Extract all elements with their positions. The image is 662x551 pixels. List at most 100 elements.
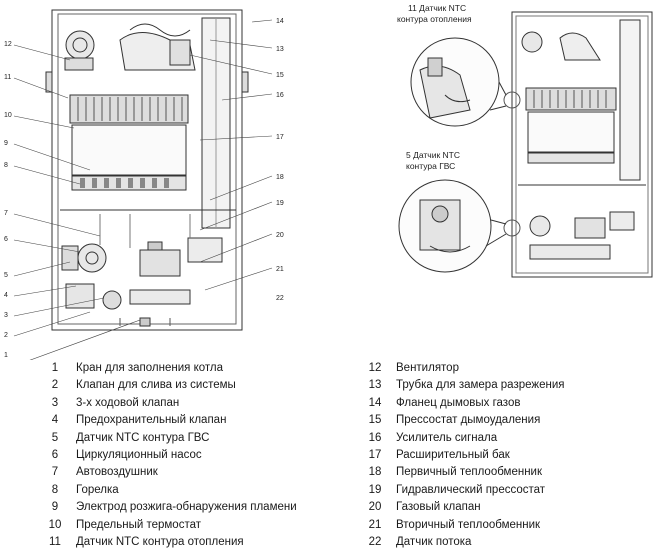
svg-text:9: 9 [4, 140, 8, 147]
legend-number: 6 [51, 448, 59, 461]
legend-item: 3 3-х ходовой клапан [40, 395, 297, 412]
main-boiler [45, 9, 249, 331]
svg-text:21: 21 [276, 266, 284, 273]
svg-text:15: 15 [276, 72, 284, 79]
legend-number: 7 [51, 466, 59, 479]
legend-text: Датчик NTC контура ГВС [76, 431, 210, 444]
primary-heat-exchanger [69, 94, 189, 124]
gas-valve [139, 249, 181, 277]
legend-number: 2 [51, 379, 59, 392]
legend-number: 3 [51, 396, 59, 409]
legend-text: Клапан для слива из системы [76, 379, 236, 392]
legend-text: Предельный термостат [76, 518, 201, 531]
fan [64, 30, 95, 71]
callout-numbers: 14 13 12 15 16 11 17 10 18 9 8 19 20 7 2… [4, 18, 284, 359]
legend-text: Предохранительный клапан [76, 414, 227, 427]
legend-item: 17 Расширительный бак [360, 447, 564, 464]
legend-text: Циркуляционный насос [76, 448, 202, 461]
svg-text:20: 20 [276, 232, 284, 239]
legend-text: Первичный теплообменник [396, 466, 543, 479]
legend-number: 21 [368, 518, 382, 531]
legend-text: Кран для заполнения котла [76, 362, 223, 374]
legend-text: 3-х ходовой клапан [76, 396, 180, 409]
legend-text: Автовоздушник [76, 466, 158, 479]
legend-number: 13 [368, 379, 382, 392]
legend-number: 1 [51, 362, 59, 374]
legend-number: 17 [368, 448, 382, 461]
legend-text: Гидравлический прессостат [396, 483, 546, 496]
legend-number: 22 [368, 535, 382, 548]
legend-text: Вторичный теплообменник [396, 518, 541, 531]
legend-item: 10 Предельный термостат [40, 517, 297, 534]
legend-text: Датчик потока [396, 535, 472, 548]
legend-text: Фланец дымовых газов [396, 396, 521, 409]
legend-number: 4 [51, 414, 59, 427]
legend-item: 11 Датчик NTC контура отопления [40, 534, 297, 551]
svg-text:13: 13 [276, 46, 284, 53]
boiler-casing [51, 9, 243, 331]
svg-text:1: 1 [4, 352, 8, 359]
boiler-diagram: 14 13 12 15 16 11 17 10 18 9 8 19 20 7 2… [4, 3, 653, 360]
svg-text:2: 2 [4, 332, 8, 339]
svg-text:11: 11 [4, 74, 11, 81]
callout-lines [13, 19, 273, 360]
legend-item: 4 Предохранительный клапан [40, 412, 297, 429]
legend-item: 20 Газовый клапан [360, 499, 564, 516]
inset-top-label-line1: 11 Датчик NTC [408, 3, 466, 13]
svg-text:22: 22 [276, 295, 284, 302]
combustion-chamber [71, 124, 187, 176]
legend-left-column: 1 Кран для заполнения котла 2 Клапан для сл… [40, 360, 297, 551]
legend-text: Трубка для замера разрежения [396, 379, 565, 392]
legend-number: 20 [368, 501, 382, 514]
svg-text:8: 8 [4, 162, 8, 169]
legend-item: 2 Клапан для слива из системы [40, 377, 297, 394]
legend-item: 14 Фланец дымовых газов [360, 395, 564, 412]
svg-text:14: 14 [276, 18, 284, 25]
legend-item: 21 Вторичный теплообменник [360, 517, 564, 534]
inset-heating-ntc [410, 37, 507, 127]
svg-text:16: 16 [276, 92, 284, 99]
legend-text: Датчик NTC контура отопления [76, 535, 244, 548]
legend-number: 18 [368, 466, 382, 479]
inset-top-label-line2: контура отопления [397, 14, 472, 24]
svg-text:3: 3 [4, 312, 8, 319]
secondary-heat-exchanger [187, 237, 223, 263]
svg-text:7: 7 [4, 210, 8, 217]
svg-text:19: 19 [276, 200, 284, 207]
legend-item: 18 Первичный теплообменник [360, 464, 564, 481]
legend-number: 10 [48, 518, 62, 531]
legend-number: 19 [368, 483, 382, 496]
legend-number: 14 [368, 396, 382, 409]
inset-bottom-label-line1: 5 Датчик NTC [406, 150, 460, 160]
legend-item: 19 Гидравлический прессостат [360, 482, 564, 499]
legend-text: Расширительный бак [396, 448, 510, 461]
legend-number: 9 [51, 501, 59, 514]
svg-text:6: 6 [4, 236, 8, 243]
svg-text:12: 12 [4, 41, 12, 48]
svg-text:10: 10 [4, 112, 12, 119]
legend: 1 Кран для заполнения котла 2 Клапан для сл… [0, 360, 662, 548]
svg-text:4: 4 [4, 292, 8, 299]
inset-dhw-ntc [398, 179, 507, 273]
legend-text: Прессостат дымоудаления [396, 414, 541, 427]
legend-text: Вентилятор [396, 362, 459, 374]
legend-text: Газовый клапан [396, 501, 481, 514]
svg-text:18: 18 [276, 174, 284, 181]
legend-number: 11 [49, 535, 61, 548]
legend-item: 22 Датчик потока [360, 534, 564, 551]
legend-right-column: 12 Вентилятор 13 Трубка для замера разрежен… [360, 360, 565, 551]
legend-text: Горелка [76, 483, 119, 496]
legend-item: 5 Датчик NTC контура ГВС [40, 430, 297, 447]
legend-number: 12 [368, 362, 382, 374]
secondary-boiler-view [503, 11, 653, 278]
legend-number: 8 [51, 483, 59, 496]
legend-item: 8 Горелка [40, 482, 297, 499]
svg-text:5: 5 [4, 272, 8, 279]
legend-item: 7 Автовоздушник [40, 464, 297, 481]
legend-text: Усилитель сигнала [396, 431, 498, 444]
legend-number: 5 [51, 431, 59, 444]
legend-number: 15 [368, 414, 382, 427]
inset-bottom-label-line2: контура ГВС [406, 161, 455, 171]
